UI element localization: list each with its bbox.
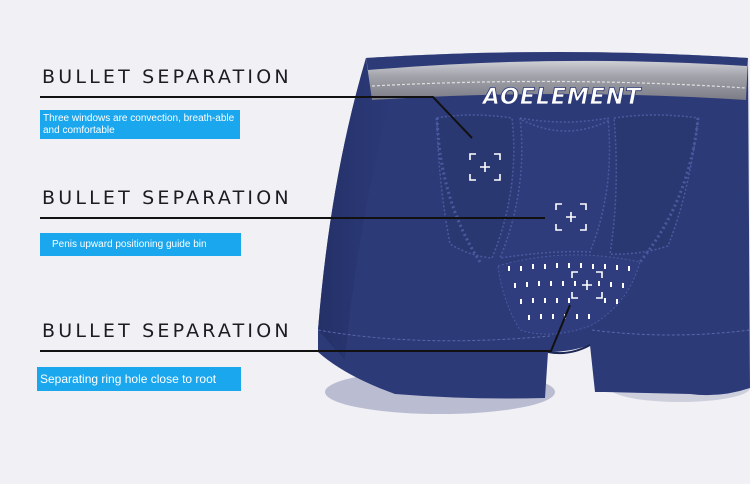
ventilation-holes bbox=[508, 263, 630, 320]
callout-2-title: BULLET SEPARATION bbox=[42, 187, 292, 209]
crotch-line bbox=[547, 344, 591, 355]
left-hem-stitch bbox=[317, 329, 551, 342]
brand-logo: AOELEMENT bbox=[481, 85, 642, 110]
focus-plus-icon bbox=[469, 153, 501, 181]
waistband-top-edge bbox=[366, 52, 748, 70]
waistband bbox=[366, 52, 748, 100]
callout-3-title: BULLET SEPARATION bbox=[42, 320, 292, 342]
left-leg-shading bbox=[318, 58, 400, 360]
center-window-panel bbox=[498, 117, 611, 259]
focus-plus-icon bbox=[571, 271, 603, 299]
callout-1-caption: Three windows are convection, breath-abl… bbox=[40, 110, 240, 139]
leader-line-1 bbox=[40, 96, 473, 139]
leader-line-3 bbox=[40, 304, 571, 352]
callout-2-caption: Penis upward positioning guide bin bbox=[40, 233, 241, 256]
pouch-top-seam bbox=[521, 119, 611, 132]
ring-hole-area bbox=[497, 254, 641, 335]
left-window-panel bbox=[436, 114, 515, 259]
callout-3-caption: Separating ring hole close to root bbox=[37, 367, 241, 391]
waistband-stitch bbox=[371, 80, 747, 89]
callout-1-title: BULLET SEPARATION bbox=[42, 66, 292, 88]
focus-plus-icon bbox=[555, 203, 587, 231]
pouch-left-seam bbox=[435, 117, 482, 263]
right-window-panel bbox=[609, 114, 699, 255]
